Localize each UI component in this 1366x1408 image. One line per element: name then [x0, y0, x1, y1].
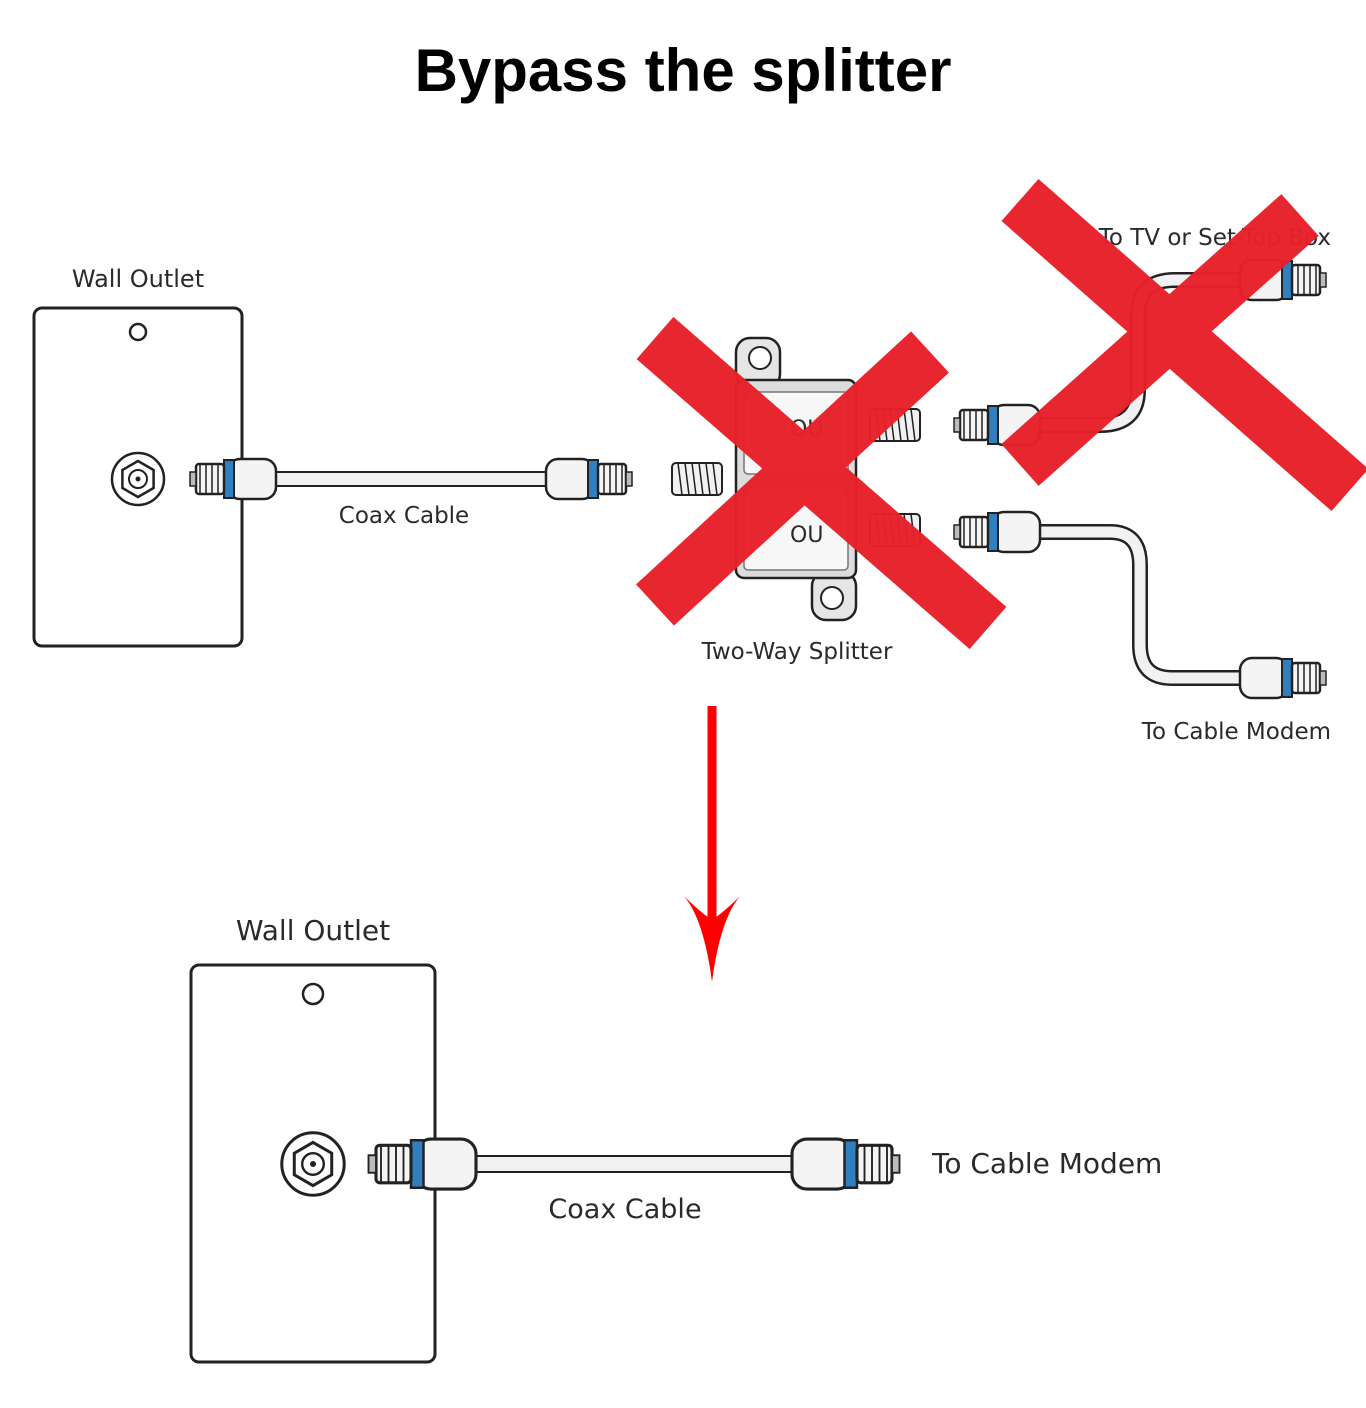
coax-cable-label: Coax Cable [548, 1194, 701, 1225]
coax-connector-icon [544, 457, 634, 501]
wall-outlet-label: Wall Outlet [236, 914, 390, 947]
wall-outlet-label: Wall Outlet [72, 265, 204, 293]
down-arrow-icon [684, 706, 740, 982]
coax-connector-icon [188, 457, 278, 501]
red-x-icon [1001, 178, 1366, 512]
coax-cable-label: Coax Cable [339, 503, 469, 529]
splitter-port-label: OU [790, 523, 823, 548]
coax-connector-icon [952, 510, 1042, 554]
red-x-icon [636, 316, 1007, 650]
coax-connector-icon [1238, 656, 1328, 700]
coax-cable [366, 1137, 902, 1191]
diagram-title: Bypass the splitter [414, 37, 952, 104]
splitter-label: Two-Way Splitter [701, 639, 893, 665]
coax-cable [188, 457, 634, 501]
coax-port-icon [110, 451, 166, 507]
modem-cable [952, 510, 1328, 700]
coax-port-icon [280, 1131, 346, 1197]
coax-connector-icon [790, 1137, 902, 1191]
coax-connector-icon [366, 1137, 478, 1191]
modem-label: To Cable Modem [1141, 719, 1331, 745]
modem-label: To Cable Modem [931, 1147, 1162, 1180]
